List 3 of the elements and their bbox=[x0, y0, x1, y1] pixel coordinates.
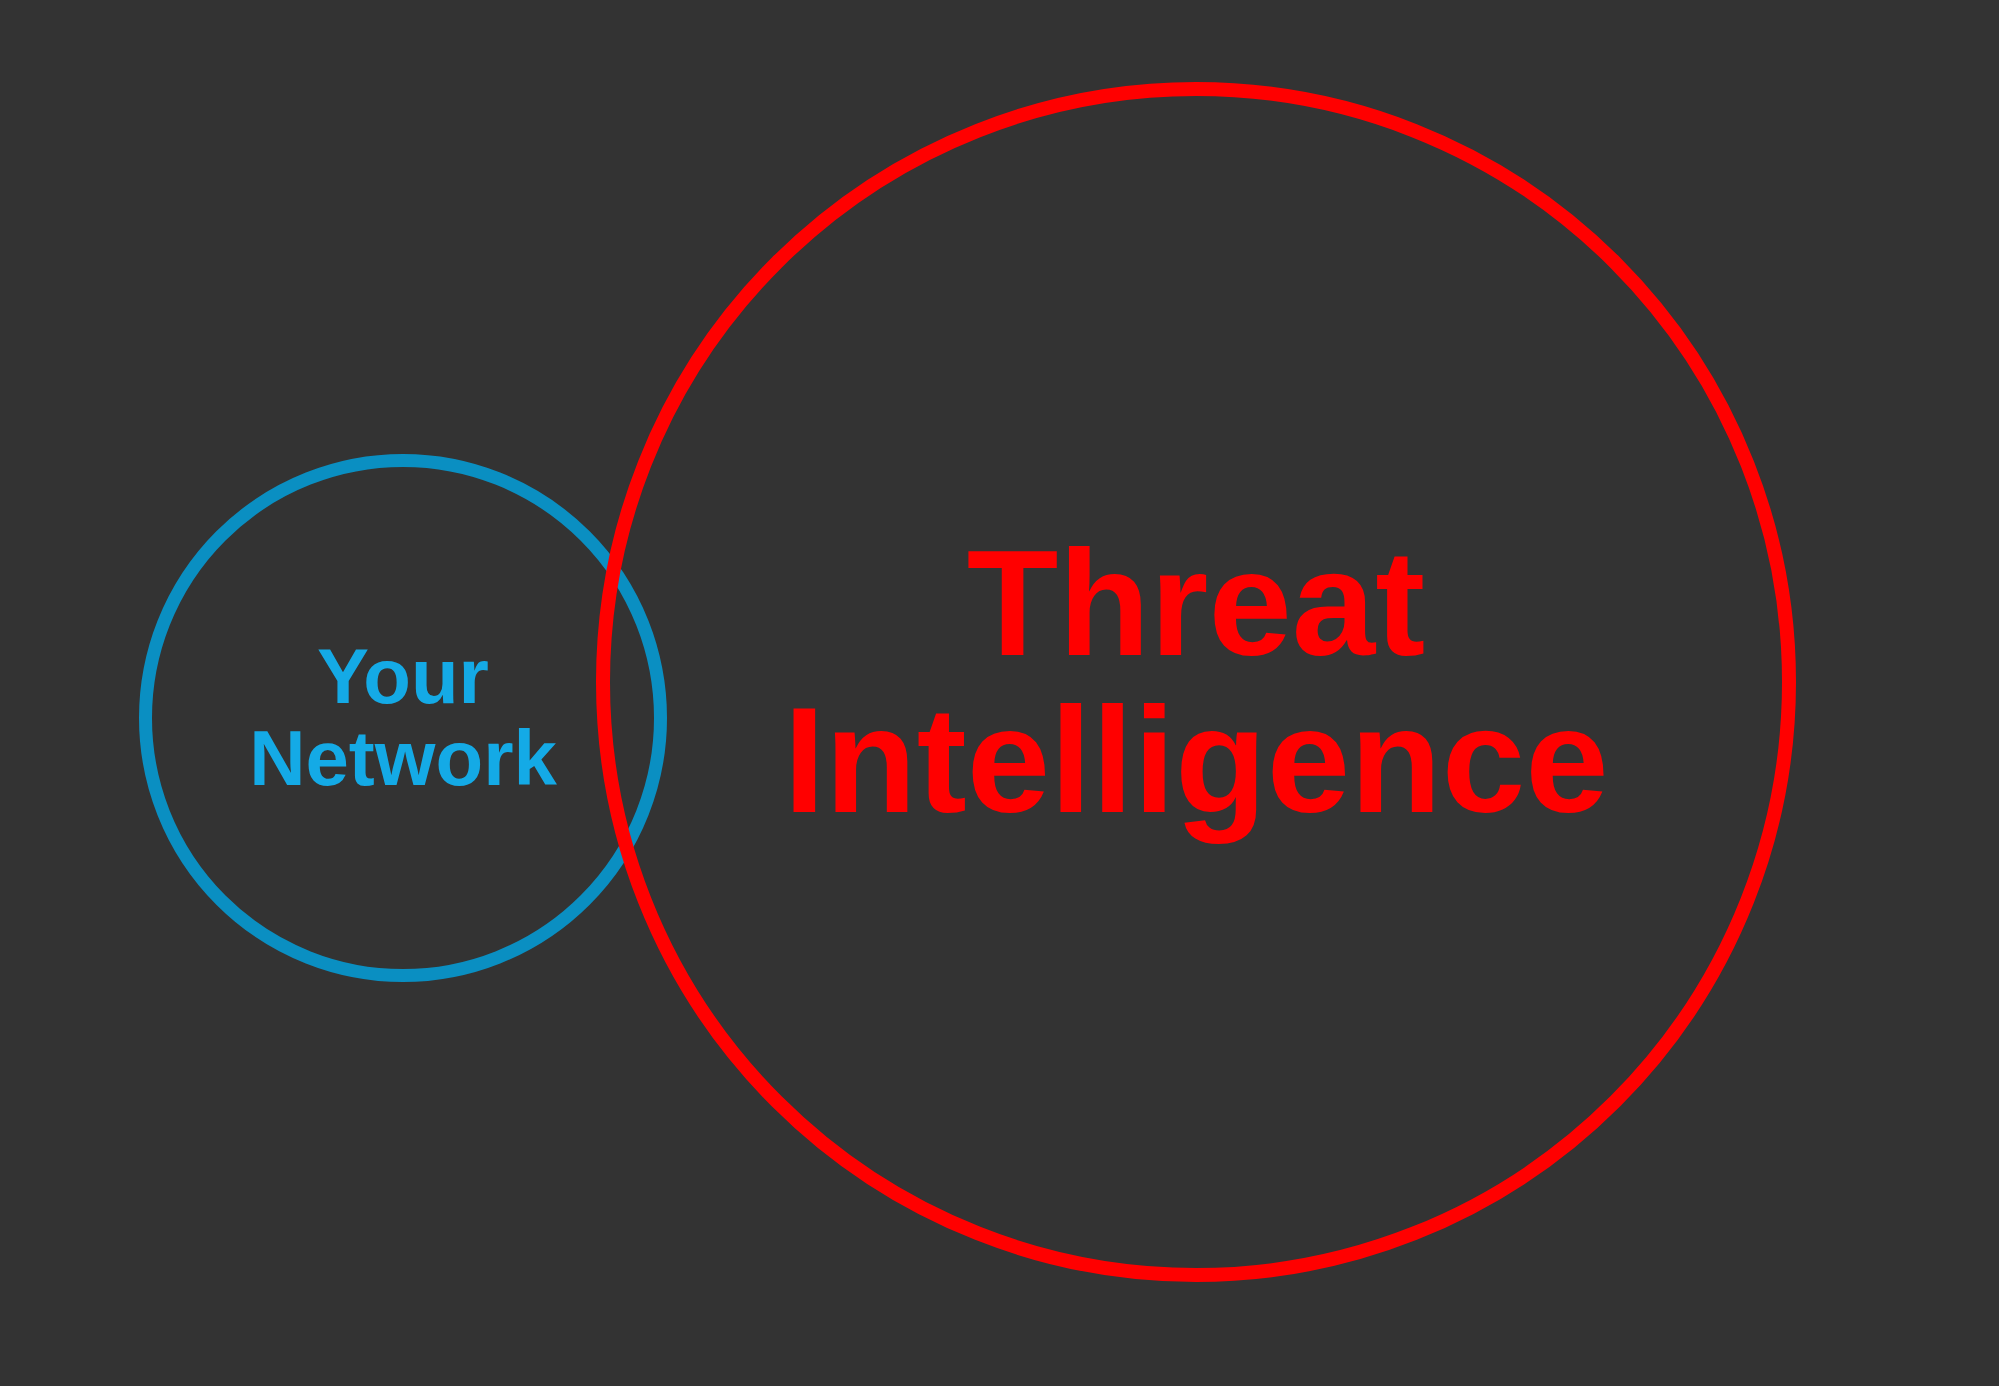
circle-label: Your Network bbox=[248, 636, 558, 800]
network-circle bbox=[139, 454, 667, 982]
threat-intelligence-circle bbox=[596, 82, 1796, 1282]
